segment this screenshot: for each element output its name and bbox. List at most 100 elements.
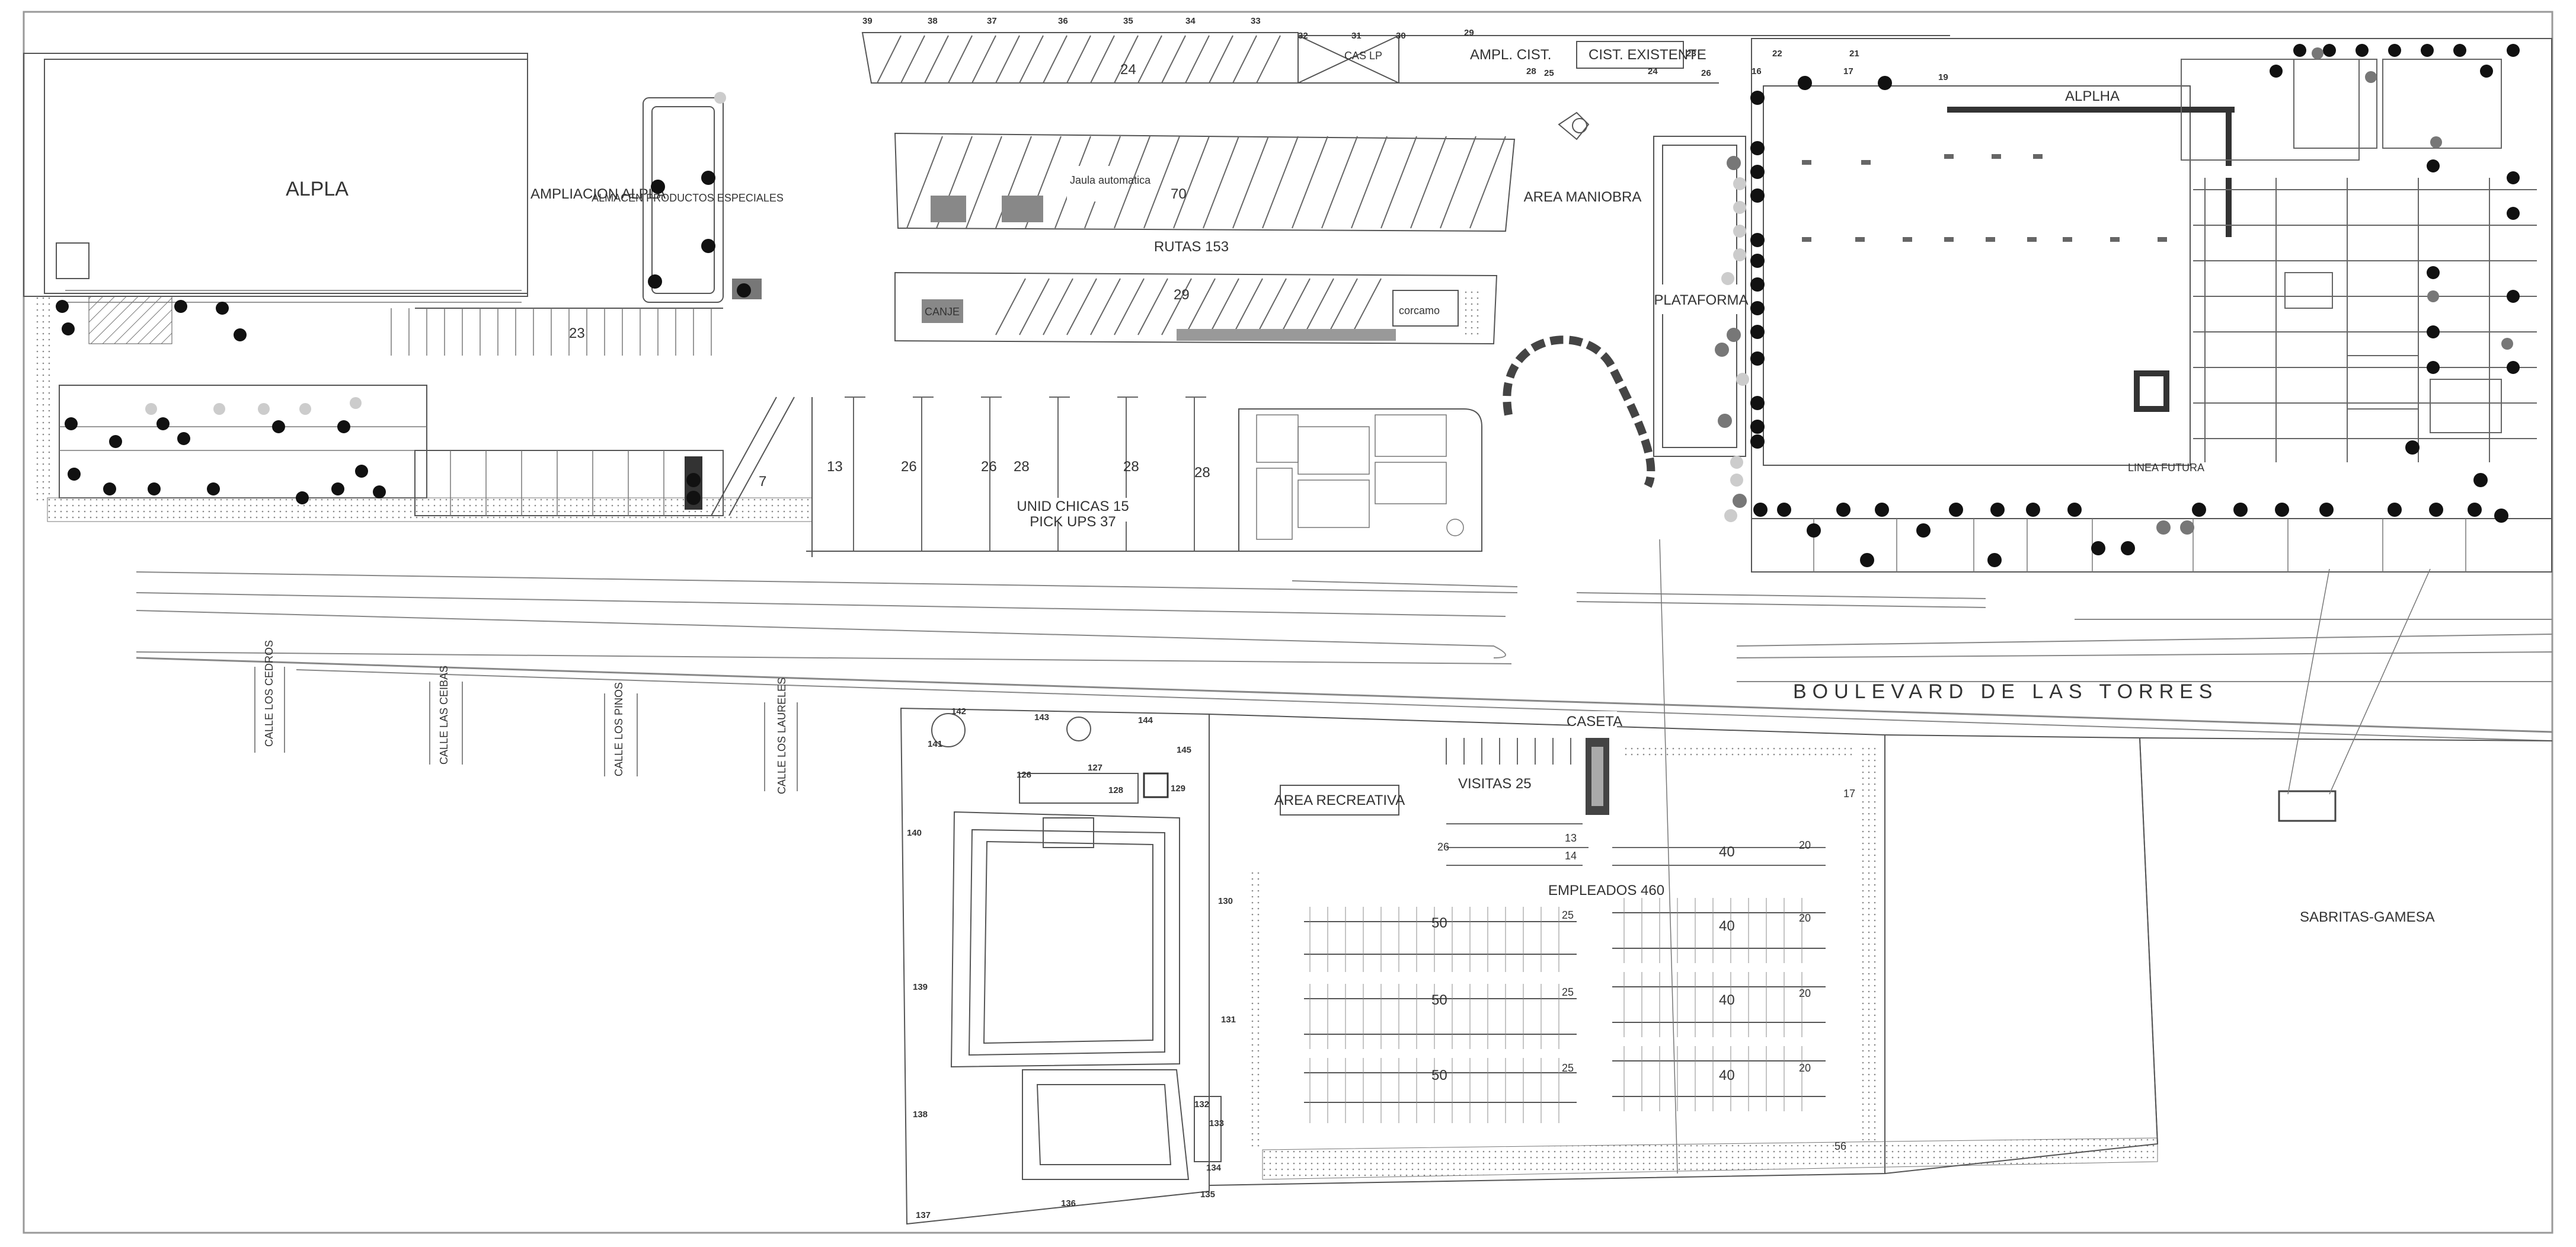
emp-count-25c: 25 (1562, 1062, 1574, 1074)
recreation-area: AREA RECREATIVA (900, 707, 1405, 1225)
emp-count-40b: 40 (1719, 918, 1735, 934)
marker-128: 128 (1108, 785, 1123, 795)
sabritas-label: SABRITAS-GAMESA (2300, 909, 2435, 925)
marker-131: 131 (1221, 1015, 1236, 1025)
map-frame (23, 11, 2553, 1234)
emp-count-20a: 20 (1799, 839, 1811, 851)
employee-parking: VISITAS 25 26 13 14 17 56 CASETA EMPLEAD… (1209, 711, 2158, 1186)
marker-33: 33 (1251, 16, 1261, 26)
marker-129: 129 (1171, 784, 1185, 794)
stall-count-28b: 28 (1123, 459, 1139, 475)
marker-30: 30 (1396, 31, 1406, 41)
vis-count-13: 13 (1565, 832, 1577, 844)
area-recreativa-label: AREA RECREATIVA (1274, 792, 1405, 808)
stall-count-13: 13 (827, 459, 843, 475)
stalls-23: 23 (391, 308, 712, 356)
marker-38: 38 (928, 16, 938, 26)
marker-130: 130 (1218, 896, 1233, 906)
rutas-mid-count: 70 (1171, 186, 1187, 202)
plataforma: PLATAFORMA (1653, 136, 1749, 457)
rutas-low-count: 29 (1174, 287, 1190, 303)
canje-label: CANJE (925, 306, 960, 318)
corcamo-label: corcamo (1399, 305, 1440, 316)
pickups-parking: 13 26 26 28 28 28 UNID CHICAS 15 PICK UP… (806, 397, 1239, 557)
marker-23: 23 (1686, 49, 1696, 59)
calle-cedros-label: CALLE LOS CEDROS (263, 640, 275, 747)
marker-32: 32 (1298, 31, 1308, 41)
alplha-right-building: ALPLHA LINEA FUTURA (1751, 38, 2552, 573)
emp-count-25a: 25 (1562, 909, 1574, 921)
calle-ceibas-label: CALLE LAS CEIBAS (438, 666, 450, 765)
marker-145: 145 (1177, 745, 1191, 755)
vis-count-56: 56 (1834, 1140, 1846, 1152)
marker-132: 132 (1194, 1099, 1209, 1109)
area-maniobra-label: AREA MANIOBRA (1524, 189, 1642, 205)
calle-pinos-label: CALLE LOS PINOS (613, 682, 625, 776)
emp-count-40d: 40 (1719, 1067, 1735, 1083)
almacen-label: ALMACEN PRODUCTOS ESPECIALES (592, 192, 784, 204)
marker-140: 140 (907, 828, 922, 838)
sabritas-lot: SABRITAS-GAMESA (1659, 539, 2553, 1174)
calle-laureles-label: CALLE LOS LAURELES (776, 677, 788, 794)
marker-22: 22 (1772, 49, 1782, 59)
stall-count-28a: 28 (1014, 459, 1030, 475)
marker-144: 144 (1138, 715, 1153, 725)
emp-count-20c: 20 (1799, 987, 1811, 999)
vis-count-17: 17 (1843, 788, 1855, 800)
marker-127: 127 (1088, 763, 1102, 773)
linea-futura-label: LINEA FUTURA (2128, 462, 2204, 474)
marker-39: 39 (862, 16, 872, 26)
marker-138: 138 (913, 1109, 928, 1120)
emp-count-20b: 20 (1799, 912, 1811, 924)
marker-137: 137 (916, 1210, 931, 1220)
marker-34: 34 (1185, 16, 1196, 26)
marker-24: 24 (1648, 66, 1658, 76)
ampl-cist-label: AMPL. CIST. (1470, 47, 1551, 63)
pick-ups-label: PICK UPS 37 (1030, 514, 1116, 530)
stall-count-26a: 26 (901, 459, 917, 475)
emp-count-50b: 50 (1431, 992, 1447, 1008)
empleados-label: EMPLEADOS 460 (1548, 883, 1664, 899)
marker-133: 133 (1209, 1118, 1224, 1128)
marker-21: 21 (1849, 49, 1859, 59)
rutas-parking: 24 CAS LP Jaula automatica 70 RUTAS 153 (861, 32, 1516, 345)
emp-count-50a: 50 (1431, 915, 1447, 931)
boulevard-label: BOULEVARD DE LAS TORRES (1793, 680, 2219, 703)
emp-count-20d: 20 (1799, 1062, 1811, 1074)
marker-26: 26 (1701, 68, 1711, 78)
rutas-top-count: 24 (1120, 62, 1136, 78)
vis-count-26: 26 (1437, 841, 1449, 853)
marker-134: 134 (1206, 1163, 1222, 1173)
plataforma-label: PLATAFORMA (1654, 292, 1748, 308)
visitas-label: VISITAS 25 (1458, 776, 1532, 792)
alpla-left-building: ALPLA (23, 53, 528, 344)
jaula-label: Jaula automatica (1070, 174, 1151, 186)
site-markers: 39 38 37 36 35 34 33 32 31 30 29 28 25 2… (862, 16, 1948, 1220)
side-streets (254, 667, 798, 791)
marker-19: 19 (1938, 72, 1948, 82)
marker-141: 141 (928, 739, 942, 749)
stall-count-7: 7 (759, 474, 766, 490)
marker-142: 142 (951, 706, 966, 717)
marker-25: 25 (1544, 68, 1554, 78)
cist-existente-label: CIST. EXISTENTE (1589, 47, 1706, 63)
marker-17: 17 (1843, 66, 1853, 76)
marker-31: 31 (1351, 31, 1361, 41)
marker-16: 16 (1752, 66, 1762, 76)
office-block (1238, 408, 1482, 552)
emp-count-40a: 40 (1719, 844, 1735, 860)
unid-chicas-label: UNID CHICAS 15 (1017, 498, 1129, 514)
marker-37: 37 (987, 16, 997, 26)
caseta-lp-label: CAS LP (1344, 50, 1382, 62)
marker-139: 139 (913, 982, 928, 992)
marker-29: 29 (1464, 28, 1474, 38)
marker-36: 36 (1058, 16, 1068, 26)
stall-count-28c: 28 (1194, 465, 1210, 481)
roads (136, 571, 2553, 741)
emp-count-50c: 50 (1431, 1067, 1447, 1083)
truck-route (1503, 335, 1655, 488)
emp-count-25b: 25 (1562, 986, 1574, 998)
caseta-label: CASETA (1567, 714, 1622, 730)
emp-count-40c: 40 (1719, 992, 1735, 1008)
